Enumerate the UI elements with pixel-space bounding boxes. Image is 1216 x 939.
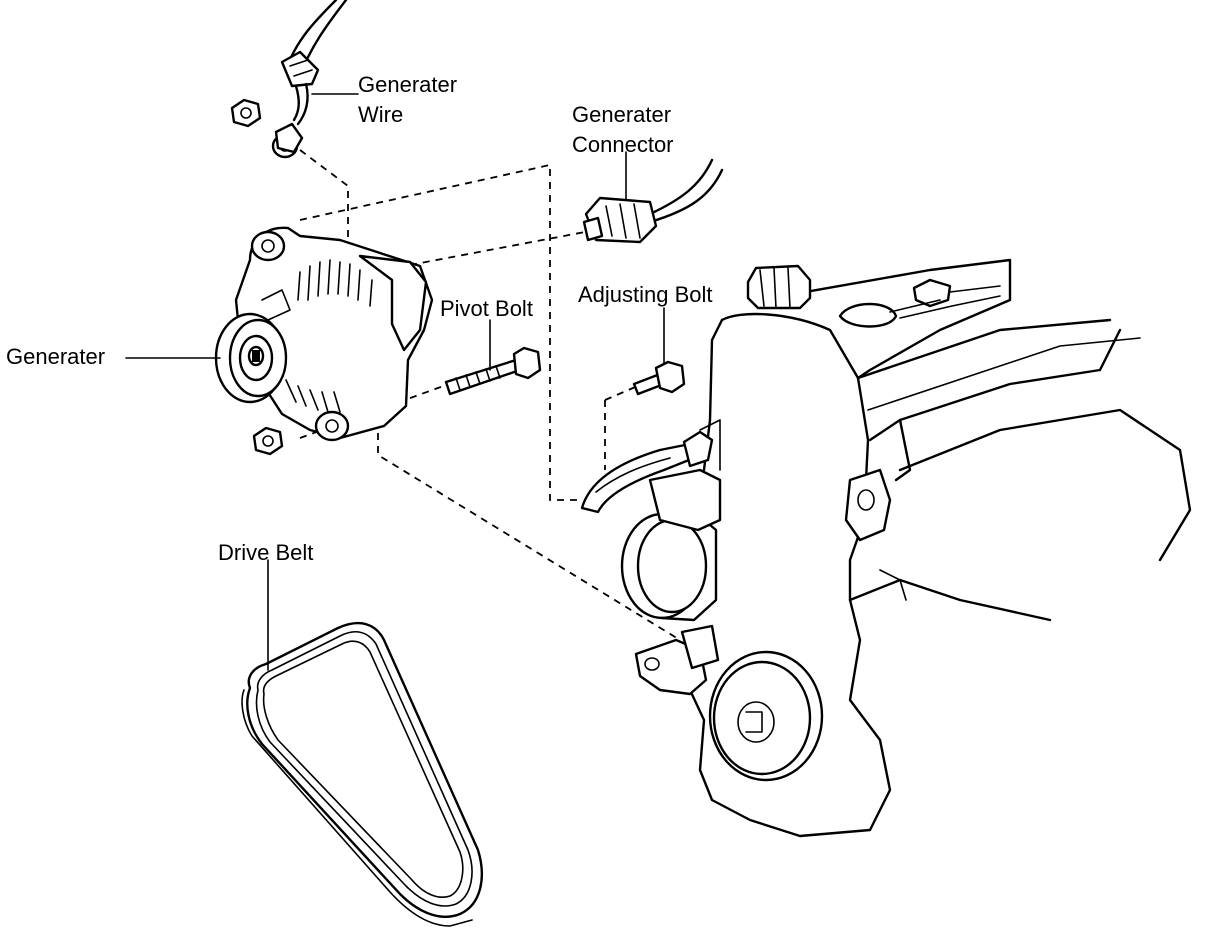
pivot-bolt-drawing	[444, 319, 542, 396]
label-pivot-bolt: Pivot Bolt	[440, 296, 533, 321]
label-generator-connector-line2: Connector	[572, 132, 674, 157]
generator-drawing	[125, 226, 434, 456]
engine-drawing	[620, 258, 1192, 838]
generator-wire-drawing	[230, 0, 359, 159]
label-generator-wire-line2: Wire	[358, 102, 404, 127]
label-generator-connector-line1: Generater	[572, 102, 672, 127]
label-drive-belt: Drive Belt	[218, 540, 314, 565]
label-generator: Generater	[6, 344, 106, 369]
drive-belt-drawing	[241, 559, 483, 927]
generator-connector-drawing	[582, 151, 724, 244]
label-adjusting-bolt: Adjusting Bolt	[578, 282, 713, 307]
label-generator-wire-line1: Generater	[358, 72, 458, 97]
label-generator-connector: Generater Connector	[572, 100, 674, 160]
label-generator-wire: Generater Wire	[358, 70, 457, 130]
adjusting-bolt-drawing	[580, 307, 696, 514]
